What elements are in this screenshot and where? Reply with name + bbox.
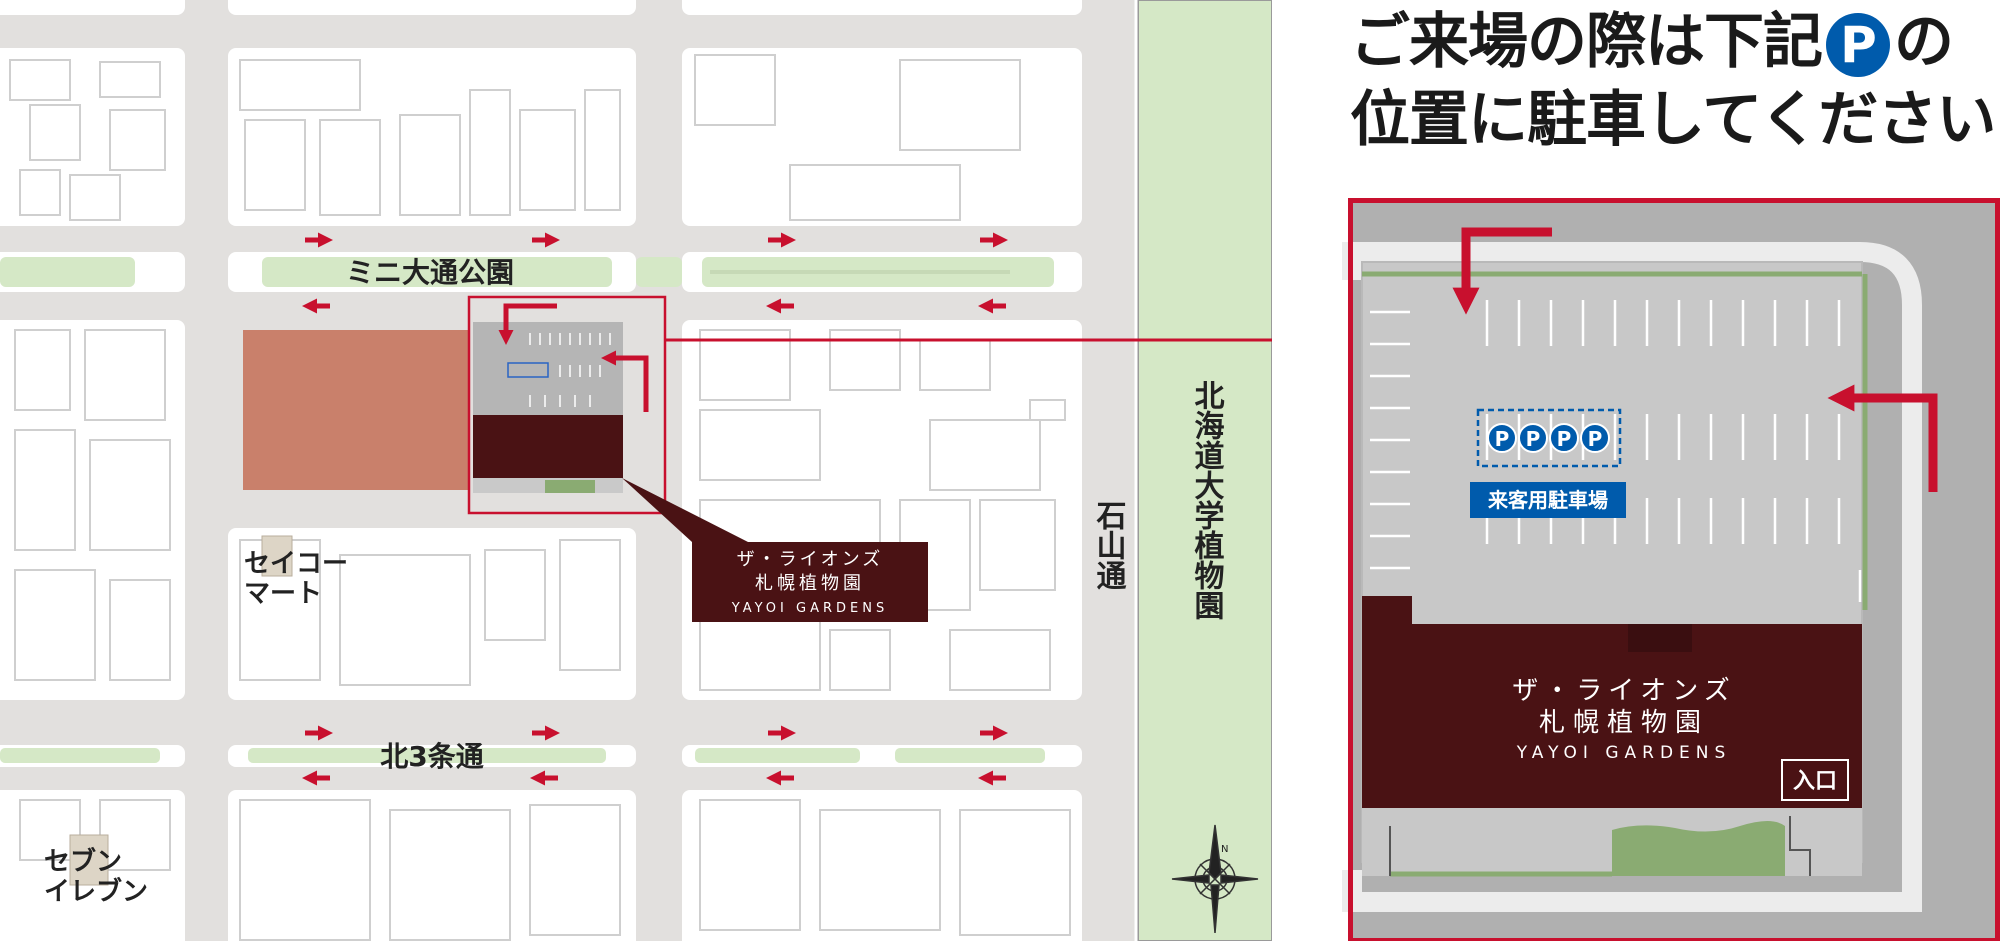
mini-odori-park-label: ミニ大通公園 bbox=[346, 256, 514, 289]
detail-arrows bbox=[1452, 227, 1938, 492]
parking-icon bbox=[1580, 423, 1610, 453]
overview-map bbox=[0, 0, 1272, 941]
page-title-line2: 位置に駐車してください bbox=[1350, 85, 1996, 155]
kita3jo-street-label: 北3条通 bbox=[380, 740, 483, 773]
site-highlight-frame bbox=[467, 295, 667, 515]
arrow-entry bbox=[498, 303, 557, 345]
traffic-arrows bbox=[302, 232, 1008, 786]
parking-icon: P bbox=[1826, 13, 1890, 78]
building-name-line1: ザ・ライオンズ bbox=[1512, 676, 1735, 706]
parking-icon bbox=[1518, 423, 1548, 453]
seicomart-label-line1: セイコー bbox=[244, 549, 348, 579]
seven-eleven-label-line2: イレブン bbox=[44, 876, 148, 907]
svg-text:P: P bbox=[1557, 427, 1572, 451]
parking-stall-lines bbox=[1370, 300, 1862, 602]
garden-area bbox=[1612, 821, 1785, 876]
callout-name-line2: 札幌植物園 bbox=[755, 573, 865, 594]
seicomart-label-line2: マート bbox=[244, 579, 322, 609]
compass-icon bbox=[1171, 824, 1259, 934]
site-mini-plan bbox=[473, 322, 623, 493]
svg-text:P: P bbox=[1495, 427, 1510, 451]
compass-north-label: N bbox=[1221, 844, 1228, 855]
callout-pointer bbox=[622, 478, 748, 542]
title-text-after: の bbox=[1894, 7, 1954, 77]
neighbor-building bbox=[243, 330, 470, 490]
arrow-entry bbox=[1452, 227, 1552, 315]
building-name-line2: 札幌植物園 bbox=[1539, 708, 1709, 738]
botanic-garden-label: 北海道大学植物園 bbox=[1189, 380, 1225, 620]
visitor-parking-badge bbox=[1470, 482, 1626, 518]
mini-odori-park-strips bbox=[0, 257, 1054, 763]
entrance-label: 入口 bbox=[1793, 769, 1837, 794]
building-outlines bbox=[9, 54, 1071, 941]
parking-detail-map: P P P P 来客用駐車場 ザ・ライオンズ 札幌植物園 YAYOI GARDE… bbox=[1342, 199, 2000, 941]
parking-icon bbox=[1487, 423, 1517, 453]
building-name-line3: YAYOI GARDENS bbox=[1516, 743, 1732, 763]
arrow-entry bbox=[1827, 384, 1938, 492]
entrance-badge bbox=[1781, 759, 1849, 801]
callout-box bbox=[692, 542, 928, 622]
callout-name-line3: YAYOI GARDENS bbox=[731, 601, 888, 616]
overview-labels: ミニ大通公園 北3条通 石山通 北海道大学植物園 セイコー マート セブン イレ… bbox=[44, 256, 1228, 907]
seicomart-marker bbox=[261, 535, 293, 577]
parking-icon bbox=[1549, 423, 1579, 453]
city-blocks bbox=[0, 0, 1082, 941]
seven-eleven-marker bbox=[69, 834, 109, 886]
parking-icons: P P P P bbox=[1487, 423, 1610, 453]
botanic-garden-area bbox=[1137, 0, 1272, 941]
seven-eleven-label-line1: セブン bbox=[44, 846, 122, 877]
svg-text:P: P bbox=[1588, 427, 1603, 451]
ishiyama-street-label: 石山通 bbox=[1091, 500, 1128, 591]
visitor-parking-spaces bbox=[1476, 408, 1622, 468]
title-text-before: ご来場の際は下記 bbox=[1350, 7, 1823, 77]
arrow-entry bbox=[601, 350, 649, 412]
building-block bbox=[1362, 596, 1862, 808]
callout-name-line1: ザ・ライオンズ bbox=[737, 549, 884, 570]
visitor-parking-label: 来客用駐車場 bbox=[1487, 488, 1608, 512]
svg-text:P: P bbox=[1526, 427, 1541, 451]
